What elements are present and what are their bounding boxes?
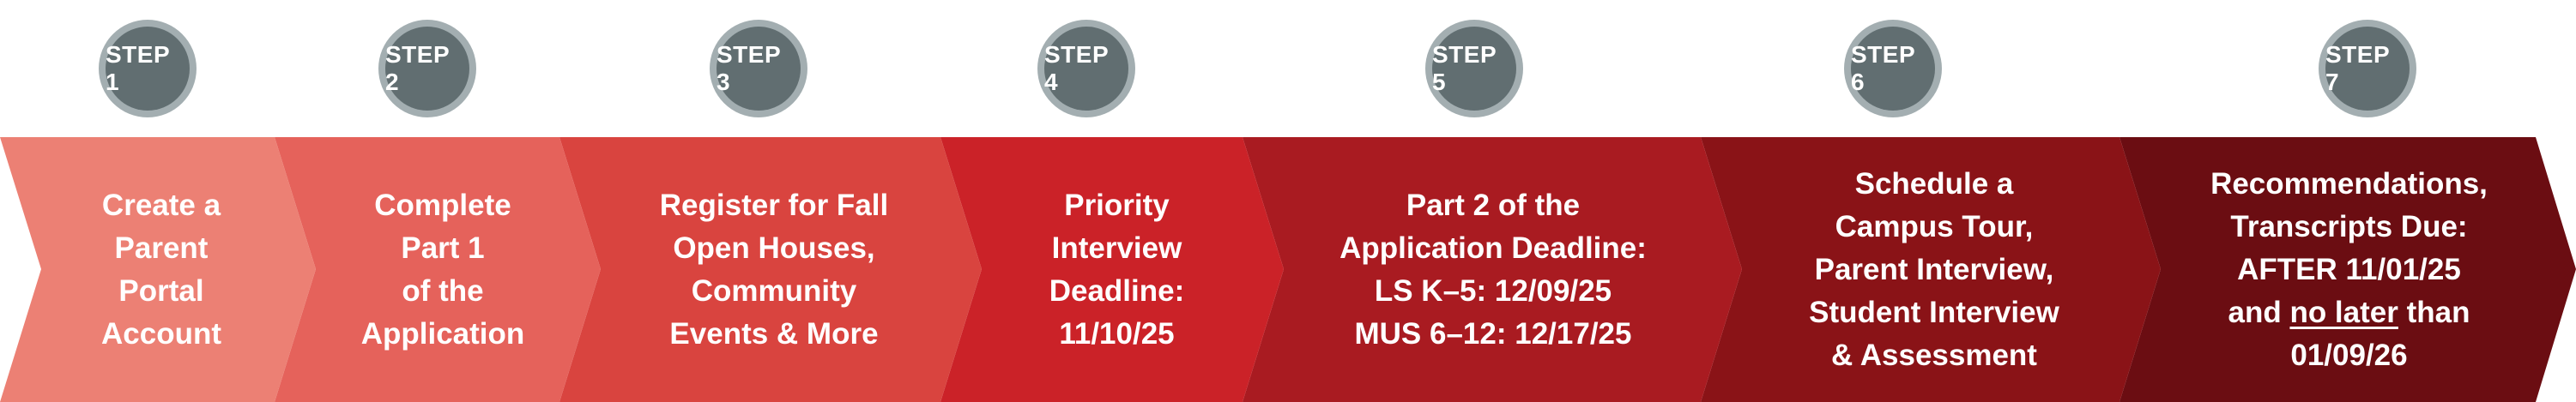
step-badge-label: STEP 5 xyxy=(1432,41,1497,95)
step-badge-label: STEP 6 xyxy=(1851,41,1915,95)
step-text-line: Portal xyxy=(118,273,204,308)
step-text-line: of the xyxy=(402,273,484,308)
step-text-line: Campus Tour, xyxy=(1835,209,2034,243)
step-badge-label: STEP 4 xyxy=(1044,41,1109,95)
step-text-line: & Assessment xyxy=(1831,338,2037,372)
chevron-segment-7 xyxy=(2119,137,2576,402)
step-badge-label: STEP 2 xyxy=(385,41,450,95)
step-text-line: Community xyxy=(691,273,857,308)
step-text-line: Application xyxy=(360,316,525,351)
step-badge-3 xyxy=(717,27,801,111)
step-text-line: Complete xyxy=(374,188,511,222)
chevron-segment-4 xyxy=(940,137,1284,402)
step-text-line: Student Interview xyxy=(1809,295,2059,329)
step-text-line: Interview xyxy=(1051,231,1182,265)
step-badge-label: STEP 3 xyxy=(717,41,781,95)
step-text-line: Schedule a xyxy=(1854,166,2014,201)
step-text-line: Create a xyxy=(101,188,221,222)
step-badge-label: STEP 7 xyxy=(2325,41,2390,95)
step-text-line: Application Deadline: xyxy=(1339,231,1647,265)
step-badge-5 xyxy=(1432,27,1516,111)
step-text-line: AFTER 11/01/25 xyxy=(2237,252,2461,286)
underlined-emphasis: no later xyxy=(2289,295,2398,329)
step-text-line: Parent xyxy=(114,231,209,265)
step-text-line: 11/10/25 xyxy=(1059,316,1175,351)
step-badge-1 xyxy=(106,27,190,111)
step-text-line: Events & More xyxy=(669,316,879,351)
step-text-line: Parent Interview, xyxy=(1814,252,2054,286)
step-text-line: Deadline: xyxy=(1049,273,1185,308)
step-badge-6 xyxy=(1851,27,1935,111)
step-7-text: Recommendations, Transcripts Due: AFTER 11… xyxy=(2158,137,2540,402)
step-text-fragment: than xyxy=(2398,295,2470,329)
step-text-line: Transcripts Due: xyxy=(2230,209,2468,243)
step-badge-label: STEP 1 xyxy=(106,41,170,95)
step-text-line: MUS 6–12: 12/17/25 xyxy=(1354,316,1632,351)
chevron-segment-5 xyxy=(1243,137,1742,402)
step-text-line: Priority xyxy=(1064,188,1170,222)
step-text-line: Account xyxy=(101,316,221,351)
step-text-line: Part 2 of the xyxy=(1406,188,1581,222)
chevron-segment-3 xyxy=(559,137,982,402)
step-text-fragment: and xyxy=(2228,295,2290,329)
chevron-segment-2 xyxy=(275,137,601,402)
step-badge-2 xyxy=(385,27,469,111)
step-text-line: and no later than xyxy=(2210,291,2488,334)
step-text-line: LS K–5: 12/09/25 xyxy=(1374,273,1612,308)
step-text-line: Open Houses, xyxy=(673,231,875,265)
step-6-text: Schedule a Campus Tour, Parent Interview, S… xyxy=(1742,137,2126,402)
step-text-line: 01/09/26 xyxy=(2290,338,2408,372)
step-badge-7 xyxy=(2325,27,2410,111)
chevron-segment-6 xyxy=(1701,137,2161,402)
step-text-line: Part 1 xyxy=(401,231,485,265)
step-badge-4 xyxy=(1044,27,1128,111)
step-text-line: Recommendations, xyxy=(2210,166,2488,201)
step-text-line: Register for Fall xyxy=(659,188,889,222)
chevron-segment-1 xyxy=(0,137,316,402)
